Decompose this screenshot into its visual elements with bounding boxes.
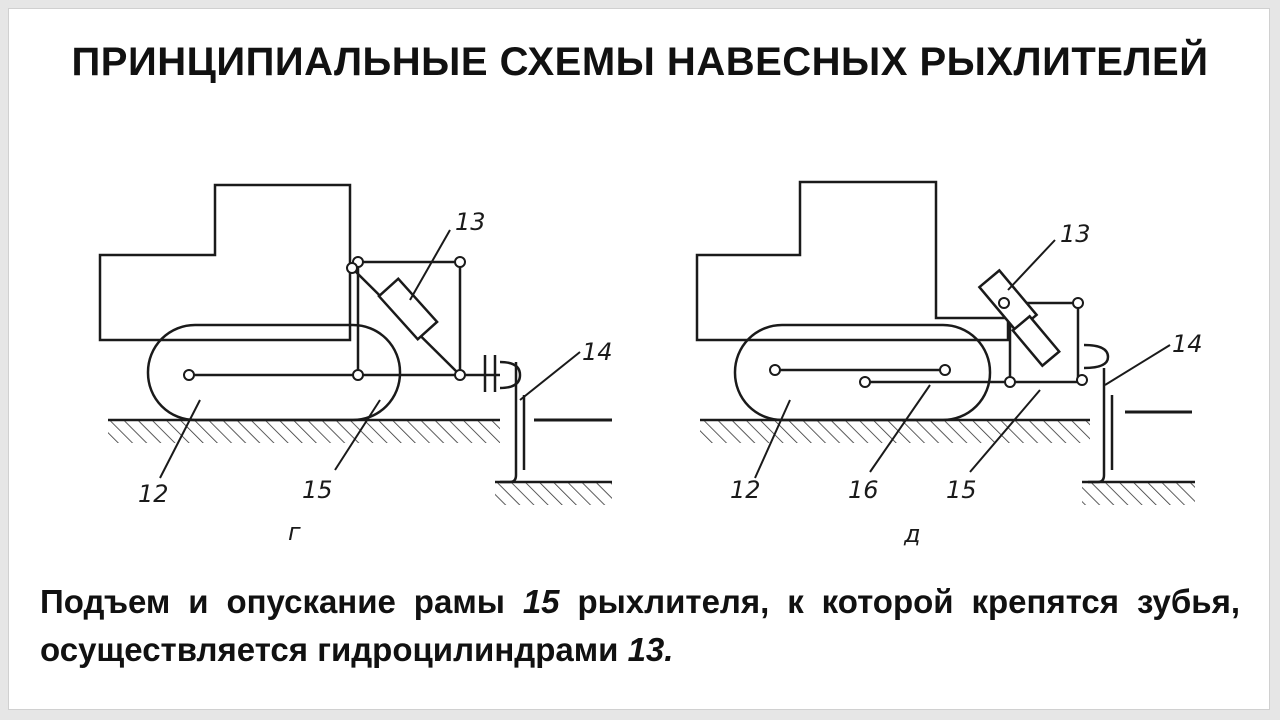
label-12-left: 12 bbox=[138, 480, 169, 508]
caption-text-1: Подъем и опускание рамы bbox=[40, 583, 523, 620]
tractor-body-left bbox=[98, 183, 352, 342]
slide-caption: Подъем и опускание рамы 15 рыхлителя, к … bbox=[40, 578, 1240, 674]
ground-right bbox=[700, 410, 1195, 505]
label-13-right: 13 bbox=[1060, 220, 1091, 248]
scheme-letter-g: г bbox=[288, 518, 301, 546]
pins-right bbox=[769, 297, 1088, 388]
slide-frame bbox=[8, 8, 1270, 710]
caption-cylinder-number: 13. bbox=[627, 631, 674, 668]
scheme-g: 13 14 12 15 г bbox=[98, 183, 613, 546]
scheme-d: 13 14 12 16 15 д bbox=[695, 180, 1203, 548]
scheme-letter-d: д bbox=[903, 520, 921, 548]
track-right bbox=[733, 323, 992, 422]
slide-title: ПРИНЦИПИАЛЬНЫЕ СХЕМЫ НАВЕСНЫХ РЫХЛИТЕЛЕЙ bbox=[71, 40, 1209, 84]
label-14-right: 14 bbox=[1172, 330, 1203, 358]
label-15-left: 15 bbox=[302, 476, 333, 504]
leaders-left bbox=[159, 229, 581, 479]
caption-frame-number: 15 bbox=[522, 583, 560, 620]
label-16-right: 16 bbox=[848, 476, 879, 504]
label-14-left: 14 bbox=[582, 338, 613, 366]
tractor-body-right bbox=[695, 180, 1010, 342]
leaders-right bbox=[754, 239, 1171, 479]
ripper-linkage-left bbox=[189, 260, 500, 377]
ripper-tooth-right bbox=[1083, 343, 1114, 484]
ripper-tooth-left bbox=[483, 355, 526, 484]
track-left bbox=[146, 323, 402, 422]
label-12-right: 12 bbox=[730, 476, 761, 504]
label-15-right: 15 bbox=[946, 476, 977, 504]
pins-left bbox=[183, 256, 466, 381]
hydraulic-cylinder-left bbox=[377, 276, 439, 342]
caption-text-2: рыхлителя, к которой крепятся зубья, осу… bbox=[40, 583, 1240, 668]
label-13-left: 13 bbox=[455, 208, 486, 236]
